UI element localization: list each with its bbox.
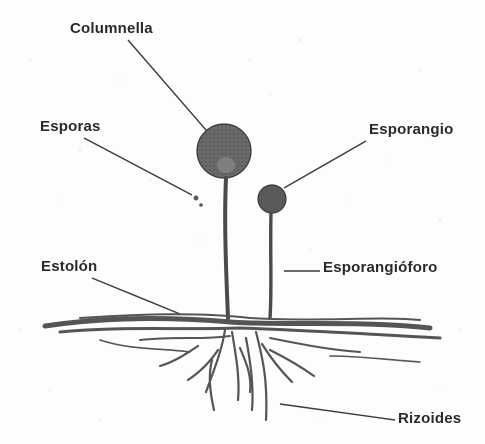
leader-esporas xyxy=(84,138,192,195)
label-columnella: Columnella xyxy=(70,20,153,37)
leader-estolon xyxy=(92,278,180,314)
label-rizoides: Rizoides xyxy=(398,410,461,427)
leader-rizoides xyxy=(280,404,395,420)
columnella-shape xyxy=(217,157,235,173)
leader-lines xyxy=(84,40,395,420)
rhizoids xyxy=(160,330,314,420)
spores xyxy=(194,196,203,207)
label-estolon: Estolón xyxy=(41,258,97,275)
label-esporangioforo: Esporangióforo xyxy=(323,259,437,276)
leader-esporangio xyxy=(284,141,366,188)
label-esporas: Esporas xyxy=(40,118,101,135)
small-sporangium xyxy=(258,185,286,213)
background-speckle xyxy=(19,39,460,421)
label-esporangio: Esporangio xyxy=(369,121,454,138)
large-sporangium xyxy=(197,124,251,178)
